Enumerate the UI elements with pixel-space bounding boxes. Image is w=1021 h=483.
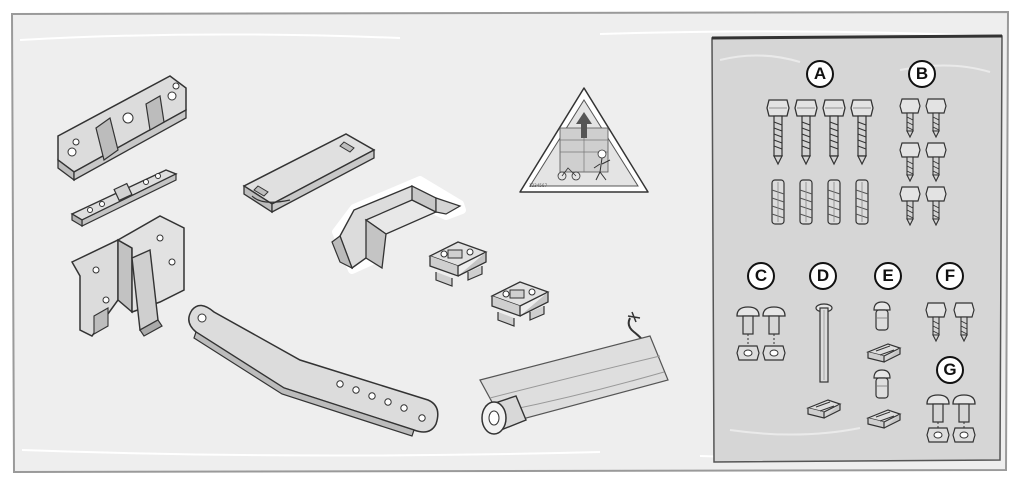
callout-d: D — [808, 261, 838, 291]
callout-g: G — [935, 355, 965, 385]
callout-e: E — [873, 261, 903, 291]
callout-label: A — [805, 59, 835, 89]
callout-label: D — [808, 261, 838, 291]
callout-a: A — [805, 59, 835, 89]
callout-label: E — [873, 261, 903, 291]
callout-label: B — [907, 59, 937, 89]
callout-label: C — [746, 261, 776, 291]
callout-label: G — [935, 355, 965, 385]
callout-f: F — [935, 261, 965, 291]
callout-c: C — [746, 261, 776, 291]
callout-b: B — [907, 59, 937, 89]
callout-label: F — [935, 261, 965, 291]
warning-sticker-code: 1234567 — [529, 183, 547, 188]
